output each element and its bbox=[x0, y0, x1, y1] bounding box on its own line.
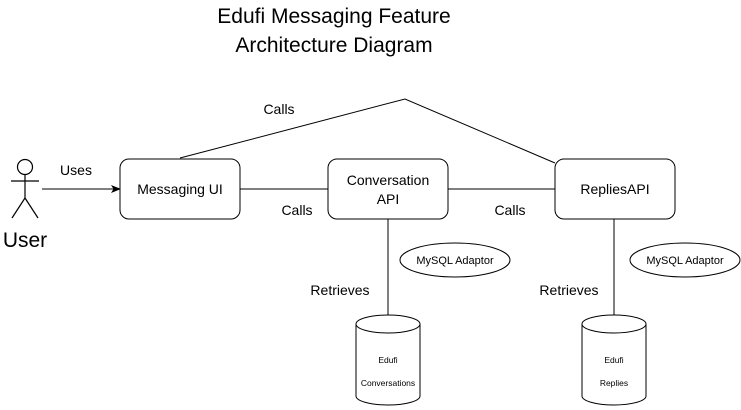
mysql-adaptor-conversation bbox=[399, 242, 511, 278]
edge-label-calls-conv-replies: Calls bbox=[494, 202, 525, 218]
edge-label-uses: Uses bbox=[60, 162, 92, 178]
mysql-adaptor-conversation-label: MySQL Adaptor bbox=[416, 255, 494, 267]
conversations-db-label-line2: Conversations bbox=[361, 378, 415, 388]
diagram-title-line2: Architecture Diagram bbox=[235, 34, 432, 57]
replies-api-label: RepliesAPI bbox=[580, 181, 649, 197]
user-label: User bbox=[3, 229, 47, 252]
mysql-adaptor-replies-label: MySQL Adaptor bbox=[646, 255, 724, 267]
edge-label-retrieves-conv: Retrieves bbox=[310, 282, 369, 298]
messaging-ui-label: Messaging UI bbox=[137, 181, 223, 197]
diagram-title-line1: Edufi Messaging Feature bbox=[217, 5, 450, 28]
conversation-api-label-line2: API bbox=[377, 191, 400, 207]
edge-label-retrieves-replies: Retrieves bbox=[539, 282, 598, 298]
replies-db-label-line2: Replies bbox=[600, 378, 628, 388]
edge-ui-to-replies bbox=[179, 98, 556, 164]
conversation-api-label-line1: Conversation bbox=[347, 172, 430, 188]
edge-label-calls-top: Calls bbox=[263, 101, 294, 117]
conversations-database-icon bbox=[355, 314, 421, 406]
edge-label-calls-ui-conv: Calls bbox=[281, 202, 312, 218]
conversation-api-box bbox=[327, 158, 449, 220]
mysql-adaptor-replies bbox=[629, 242, 741, 278]
conversations-db-label-line1: Edufi bbox=[378, 355, 397, 365]
replies-api-box bbox=[554, 158, 676, 220]
user-actor-icon bbox=[11, 158, 39, 219]
replies-db-label-line1: Edufi bbox=[604, 355, 623, 365]
replies-database-icon bbox=[581, 314, 647, 406]
